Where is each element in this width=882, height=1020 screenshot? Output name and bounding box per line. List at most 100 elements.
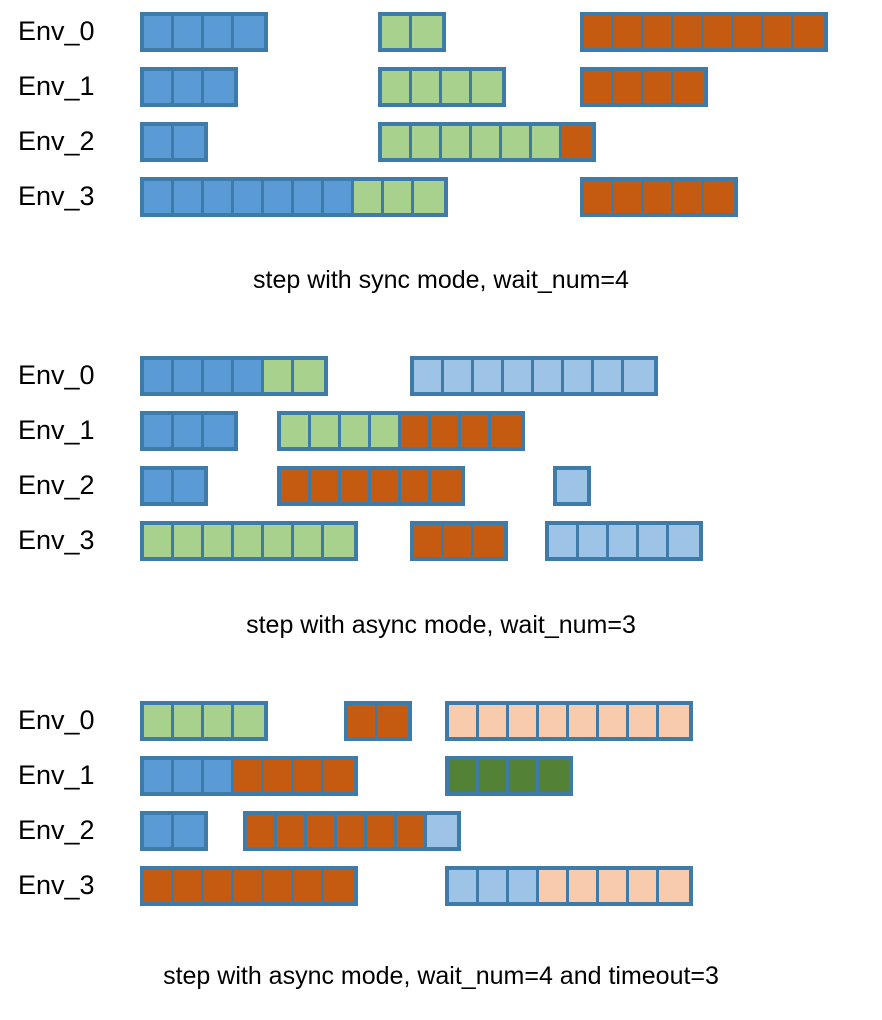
step-cell-green [382, 126, 412, 158]
step-cell-blue [144, 181, 174, 213]
timeline-row: Env_3 [0, 862, 882, 908]
step-cell-lightblue [474, 360, 504, 392]
step-block [140, 521, 358, 561]
step-cell-peach [479, 705, 509, 737]
step-cell-lightblue [427, 815, 457, 847]
step-cell-blue [204, 760, 234, 792]
step-block [140, 701, 268, 741]
step-cell-blue [204, 16, 234, 48]
step-cell-blue [234, 181, 264, 213]
step-block [140, 12, 268, 52]
step-cell-blue [174, 360, 204, 392]
timeline-row: Env_0 [0, 8, 882, 54]
step-cell-orange [264, 870, 294, 902]
step-cell-green [294, 525, 324, 557]
step-cell-blue [144, 16, 174, 48]
row-label-env_1: Env_1 [18, 71, 95, 101]
step-cell-orange [764, 16, 794, 48]
step-cell-peach [659, 870, 689, 902]
step-cell-orange [234, 870, 264, 902]
step-cell-green [371, 415, 401, 447]
step-cell-darkgreen [449, 760, 479, 792]
step-cell-green [144, 525, 174, 557]
step-cell-orange [174, 870, 204, 902]
step-cell-orange [324, 760, 354, 792]
step-block [140, 866, 358, 906]
step-cell-orange [247, 815, 277, 847]
step-cell-orange [794, 16, 824, 48]
step-cell-blue [174, 126, 204, 158]
step-cell-blue [204, 71, 234, 103]
step-cell-peach [599, 705, 629, 737]
step-cell-orange [614, 181, 644, 213]
step-block [140, 466, 208, 506]
step-cell-peach [599, 870, 629, 902]
row-label-env_2: Env_2 [18, 815, 95, 845]
step-cell-orange [584, 16, 614, 48]
step-cell-orange [444, 525, 474, 557]
step-block [140, 811, 208, 851]
step-cell-lightblue [444, 360, 474, 392]
step-block [445, 756, 573, 796]
step-cell-lightblue [624, 360, 654, 392]
step-cell-lightblue [669, 525, 699, 557]
row-label-env_3: Env_3 [18, 870, 95, 900]
step-cell-green [324, 525, 354, 557]
step-cell-orange [461, 415, 491, 447]
step-block [277, 466, 465, 506]
step-block [140, 356, 328, 396]
step-cell-green [532, 126, 562, 158]
step-cell-green [472, 126, 502, 158]
step-cell-orange [341, 470, 371, 502]
step-cell-green [341, 415, 371, 447]
step-cell-orange [644, 181, 674, 213]
step-cell-blue [144, 126, 174, 158]
step-block [378, 67, 506, 107]
step-cell-blue [234, 360, 264, 392]
step-block [580, 12, 828, 52]
step-cell-lightblue [594, 360, 624, 392]
row-label-env_0: Env_0 [18, 16, 95, 46]
step-cell-lightblue [504, 360, 534, 392]
timeline-row: Env_0 [0, 697, 882, 743]
step-cell-green [144, 705, 174, 737]
step-block [580, 67, 708, 107]
step-block [140, 67, 238, 107]
step-cell-green [472, 71, 502, 103]
step-cell-peach [629, 705, 659, 737]
step-cell-orange [311, 470, 341, 502]
step-cell-blue [294, 181, 324, 213]
step-cell-green [234, 525, 264, 557]
step-cell-orange [562, 126, 592, 158]
step-cell-orange [324, 870, 354, 902]
step-cell-green [204, 705, 234, 737]
step-block [445, 701, 693, 741]
step-cell-green [414, 181, 444, 213]
section-caption-async-wait3: step with async mode, wait_num=3 [246, 611, 636, 639]
step-cell-blue [174, 815, 204, 847]
timeline-row: Env_3 [0, 173, 882, 219]
step-cell-blue [174, 181, 204, 213]
step-cell-orange [401, 470, 431, 502]
step-cell-peach [569, 705, 599, 737]
step-cell-orange [294, 760, 324, 792]
step-cell-orange [397, 815, 427, 847]
step-cell-orange [704, 181, 734, 213]
step-cell-orange [307, 815, 337, 847]
step-cell-peach [569, 870, 599, 902]
step-cell-darkgreen [509, 760, 539, 792]
step-cell-lightblue [479, 870, 509, 902]
step-cell-green [412, 126, 442, 158]
step-cell-lightblue [579, 525, 609, 557]
step-cell-lightblue [414, 360, 444, 392]
step-cell-green [442, 126, 472, 158]
row-label-env_1: Env_1 [18, 760, 95, 790]
step-cell-blue [174, 415, 204, 447]
step-cell-lightblue [549, 525, 579, 557]
step-cell-orange [431, 415, 461, 447]
step-cell-green [311, 415, 341, 447]
step-block [344, 701, 412, 741]
step-cell-orange [264, 760, 294, 792]
step-cell-orange [584, 71, 614, 103]
step-cell-orange [674, 181, 704, 213]
